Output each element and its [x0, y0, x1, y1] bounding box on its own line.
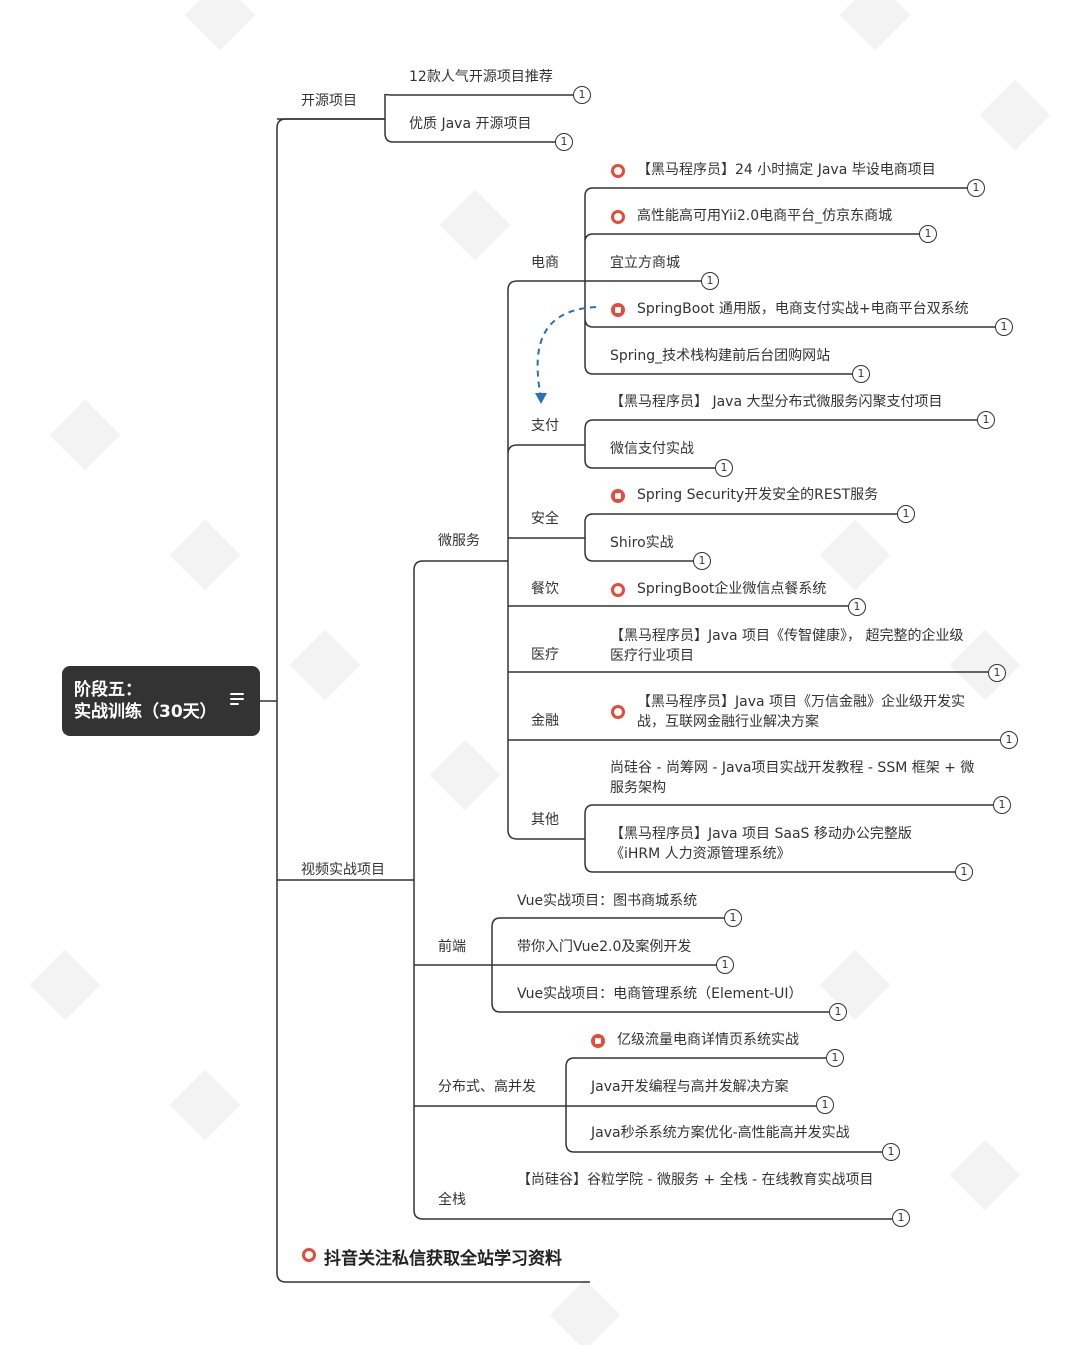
group-frontend[interactable]: 前端	[438, 939, 466, 955]
security-spine	[584, 513, 898, 562]
category-security[interactable]: 安全	[531, 511, 559, 527]
open-source-connector	[384, 93, 574, 143]
category-finance[interactable]: 金融	[531, 713, 559, 729]
relationship-arrowhead	[535, 393, 547, 404]
item-fullstack-1[interactable]: 【尚硅谷】谷粒学院 - 微服务 + 全栈 - 在线教育实战项目	[517, 1172, 874, 1188]
count-badge[interactable]: 1	[826, 1049, 844, 1067]
item-other-1[interactable]: 尚硅谷 - 尚筹网 - Java项目实战开发教程 - SSM 框架 + 微服务架…	[610, 760, 975, 796]
footer-note: 抖音关注私信获取全站学习资料	[324, 1249, 562, 1269]
frontend-spine	[491, 917, 830, 1013]
item-payment-2[interactable]: 微信支付实战	[610, 441, 694, 457]
category-medical[interactable]: 医疗	[531, 647, 559, 663]
count-badge[interactable]: 1	[1000, 731, 1018, 749]
count-badge[interactable]: 1	[892, 1209, 910, 1227]
item-payment-1[interactable]: 【黑马程序员】 Java 大型分布式微服务闪聚支付项目	[610, 394, 943, 410]
heart-icon	[611, 705, 625, 719]
count-badge[interactable]: 1	[716, 956, 734, 974]
thumbs-up-icon	[591, 1034, 605, 1048]
branch-video[interactable]: 视频实战项目	[301, 862, 385, 878]
count-badge[interactable]: 1	[995, 318, 1013, 336]
item-distributed-3[interactable]: Java秒杀系统方案优化-高性能高并发实战	[591, 1125, 850, 1141]
item-frontend-1[interactable]: Vue实战项目：图书商城系统	[517, 893, 698, 909]
branch-open-source[interactable]: 开源项目	[301, 93, 357, 109]
heart-icon	[611, 164, 625, 178]
other-spine	[584, 804, 994, 873]
count-badge[interactable]: 1	[897, 505, 915, 523]
item-distributed-1[interactable]: 亿级流量电商详情页系统实战	[617, 1032, 799, 1048]
relationship-arrow	[536, 306, 597, 399]
heart-icon	[611, 583, 625, 597]
count-badge[interactable]: 1	[724, 909, 742, 927]
item-ecommerce-2[interactable]: 高性能高可用Yii2.0电商平台_仿京东商城	[637, 208, 893, 224]
item-catering-1[interactable]: SpringBoot企业微信点餐系统	[637, 581, 827, 597]
item-medical-1[interactable]: 【黑马程序员】Java 项目《传智健康》， 超完整的企业级医疗行业项目	[610, 628, 964, 664]
item-frontend-3[interactable]: Vue实战项目：电商管理系统（Element-UI）	[517, 986, 803, 1002]
category-catering[interactable]: 餐饮	[531, 581, 559, 597]
item-ecommerce-5[interactable]: Spring_技术栈构建前后台团购网站	[610, 348, 831, 364]
video-spine	[413, 560, 892, 1220]
item-other-2[interactable]: 【黑马程序员】Java 项目 SaaS 移动办公完整版《iHRM 人力资源管理系…	[610, 826, 912, 862]
category-ecommerce[interactable]: 电商	[531, 255, 559, 271]
count-badge[interactable]: 1	[882, 1143, 900, 1161]
item-security-1[interactable]: Spring Security开发安全的REST服务	[637, 487, 879, 503]
group-microservice[interactable]: 微服务	[438, 533, 480, 549]
count-badge[interactable]: 1	[967, 179, 985, 197]
item-distributed-2[interactable]: Java开发编程与高并发解决方案	[591, 1079, 789, 1095]
count-badge[interactable]: 1	[701, 272, 719, 290]
count-badge[interactable]: 1	[573, 86, 591, 104]
count-badge[interactable]: 1	[955, 863, 973, 881]
count-badge[interactable]: 1	[977, 411, 995, 429]
heart-icon	[611, 210, 625, 224]
category-other[interactable]: 其他	[531, 812, 559, 828]
microservice-spine	[507, 280, 1000, 840]
count-badge[interactable]: 1	[852, 365, 870, 383]
root-node[interactable]: 阶段五： 实战训练（30天）	[62, 666, 260, 736]
item-ecommerce-4[interactable]: SpringBoot 通用版，电商支付实战+电商平台双系统	[637, 301, 969, 317]
item-open-source-2[interactable]: 优质 Java 开源项目	[409, 116, 532, 132]
count-badge[interactable]: 1	[555, 133, 573, 151]
item-open-source-1[interactable]: 12款人气开源项目推荐	[409, 69, 553, 85]
count-badge[interactable]: 1	[988, 664, 1006, 682]
group-fullstack[interactable]: 全栈	[438, 1192, 466, 1208]
count-badge[interactable]: 1	[715, 459, 733, 477]
count-badge[interactable]: 1	[693, 552, 711, 570]
count-badge[interactable]: 1	[993, 796, 1011, 814]
item-finance-1[interactable]: 【黑马程序员】Java 项目《万信金融》企业级开发实战，互联网金融行业解决方案	[637, 694, 966, 730]
item-security-2[interactable]: Shiro实战	[610, 535, 674, 551]
item-ecommerce-1[interactable]: 【黑马程序员】24 小时搞定 Java 毕设电商项目	[637, 162, 936, 178]
count-badge[interactable]: 1	[919, 225, 937, 243]
ecommerce-spine	[584, 187, 996, 375]
count-badge[interactable]: 1	[816, 1096, 834, 1114]
category-payment[interactable]: 支付	[531, 418, 559, 434]
heart-icon	[302, 1248, 316, 1262]
root-title: 阶段五： 实战训练（30天）	[74, 680, 217, 722]
item-frontend-2[interactable]: 带你入门Vue2.0及案例开发	[517, 939, 692, 955]
thumbs-up-icon	[611, 489, 625, 503]
payment-spine	[584, 419, 978, 469]
thumbs-up-icon	[611, 303, 625, 317]
notes-icon[interactable]	[230, 693, 244, 707]
distributed-spine	[565, 1057, 882, 1153]
group-distributed[interactable]: 分布式、高并发	[438, 1079, 536, 1095]
item-ecommerce-3[interactable]: 宜立方商城	[610, 255, 680, 271]
count-badge[interactable]: 1	[829, 1003, 847, 1021]
main-spine	[276, 118, 590, 1283]
count-badge[interactable]: 1	[848, 598, 866, 616]
